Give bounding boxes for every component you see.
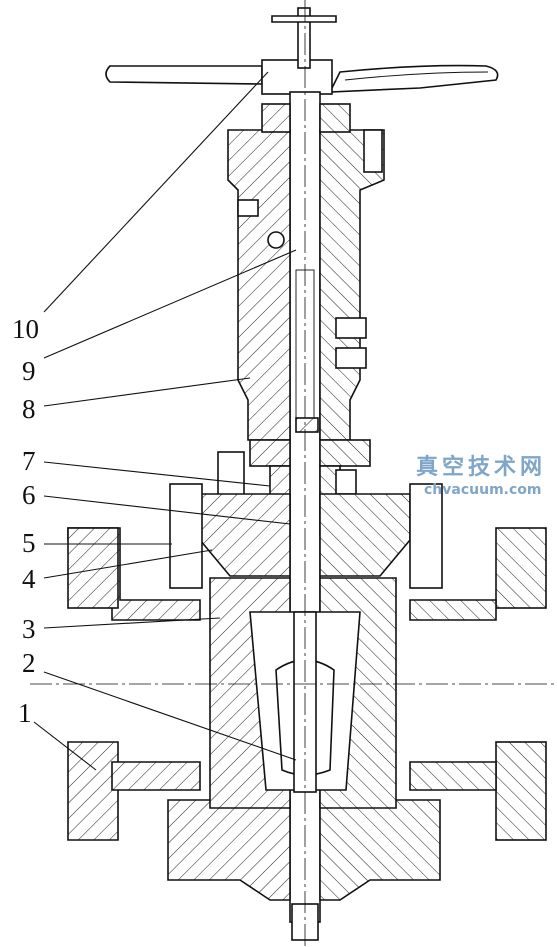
part-label-5: 5 [22, 528, 36, 558]
part-label-7: 7 [22, 446, 36, 476]
part-label-4: 4 [22, 564, 36, 594]
part-label-6: 6 [22, 480, 36, 510]
part-label-1: 1 [18, 698, 32, 728]
part-label-8: 8 [22, 394, 36, 424]
part-label-2: 2 [22, 648, 36, 678]
yoke-bonnet [227, 103, 385, 441]
watermark-url: chvacuum.com [424, 482, 541, 498]
part-label-10: 10 [12, 314, 39, 344]
watermark-chinese: 真空技术网 [416, 454, 546, 480]
bonnet-flange [169, 483, 443, 589]
leader-lines [33, 71, 297, 771]
part-label-9: 9 [22, 356, 36, 386]
part-label-3: 3 [22, 614, 36, 644]
handwheel [105, 7, 499, 95]
